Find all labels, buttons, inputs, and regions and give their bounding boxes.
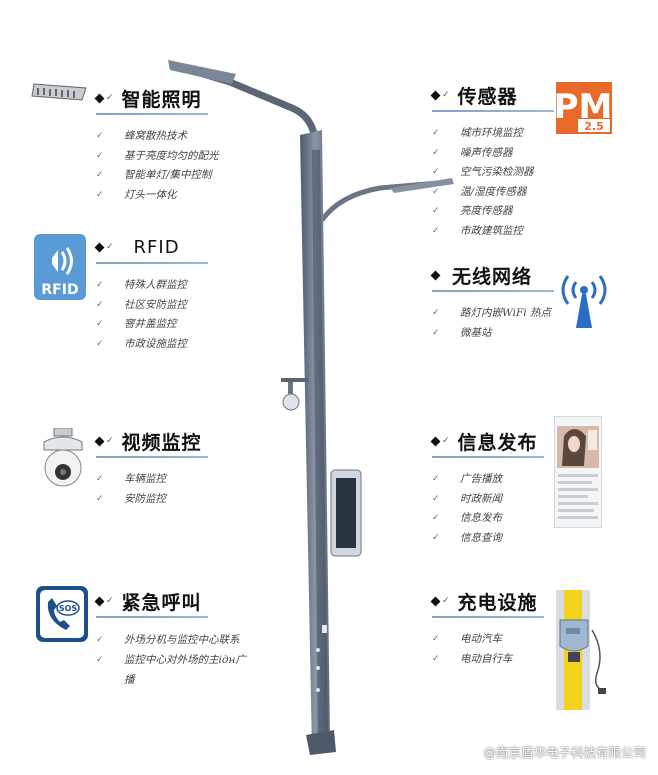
diamond-bullet-icon <box>94 93 105 103</box>
list-item: ✓噪声传感器 <box>432 146 513 159</box>
title-underline <box>96 616 208 618</box>
title-underline <box>432 110 554 112</box>
section-title: 智能照明 <box>121 88 202 111</box>
diamond-bullet-icon <box>430 270 441 280</box>
check-mark-icon: ✓ <box>106 242 114 252</box>
section-title: 信息发布 <box>457 431 538 454</box>
list-item: ✓智能单灯/集中控制 <box>96 169 212 182</box>
list-item: ✓市政建筑监控 <box>432 224 523 237</box>
title-underline <box>432 290 554 292</box>
section-title: RFID <box>133 236 180 258</box>
diamond-bullet-icon <box>430 596 441 606</box>
diamond-bullet-icon <box>94 596 105 606</box>
section-wireless: 无线网络 ✓路灯内嵌WiFi 热点 ✓微基站 <box>430 262 554 343</box>
section-charging: ✓ 充电设施 ✓电动汽车 ✓电动自行车 <box>430 588 544 669</box>
section-title: 传感器 <box>457 85 518 108</box>
list-item: ✓信息发布 <box>432 512 502 525</box>
section-rfid: ✓ RFID ✓特殊人群监控 ✓社区安防监控 ✓窨井盖监控 ✓市政设施监控 <box>94 234 208 354</box>
check-mark-icon: ✓ <box>442 90 450 100</box>
wifi-antenna-icon <box>561 275 607 328</box>
title-underline <box>96 113 208 115</box>
check-mark-icon: ✓ <box>106 93 114 103</box>
dome-camera-icon <box>43 428 83 487</box>
led-lamp-icon <box>31 83 87 101</box>
rfid-icon: RFID <box>34 234 86 300</box>
list-item: ✓特殊人群监控 <box>96 279 187 291</box>
list-item: ✓安防监控 <box>96 492 166 505</box>
list-item: ✓电动汽车 <box>432 633 502 645</box>
camera-dome-icon <box>282 393 300 411</box>
list-item: ✓社区安防监控 <box>96 298 187 311</box>
rfid-icon-label: RFID <box>41 282 78 298</box>
watermark: @南京盾华电子科技有限公司 <box>483 745 646 760</box>
check-mark-icon: ✓ <box>442 596 450 606</box>
check-mark-icon: ✓ <box>106 436 114 446</box>
diamond-bullet-icon <box>430 436 441 446</box>
list-item: ✓车辆监控 <box>96 473 166 485</box>
list-item: ✓基于亮度均匀的配光 <box>96 149 219 162</box>
sos-icon-label: SOS <box>59 604 78 613</box>
section-sensor: ✓ 传感器 ✓城市环境监控 ✓噪声传感器 ✓空气污染检测器 ✓温/湿度传感器 ✓… <box>430 82 554 242</box>
list-item: ✓市政设施监控 <box>96 337 187 350</box>
section-title: 无线网络 <box>452 265 533 288</box>
section-title: 充电设施 <box>457 591 538 614</box>
title-underline <box>96 262 208 264</box>
list-item: ✓空气污染检测器 <box>432 166 534 179</box>
list-item: ✓外场分机与监控中心联系 <box>96 634 240 646</box>
pm25-icon: PM 2.5 <box>556 82 612 134</box>
list-item: ✓微基站 <box>432 326 492 339</box>
title-underline <box>96 456 208 458</box>
section-lighting: ✓ 智能照明 ✓蜂窝散热技术 ✓基于亮度均匀的配光 ✓智能单灯/集中控制 ✓灯头… <box>94 85 219 205</box>
list-item: ✓电动自行车 <box>432 652 513 665</box>
list-item: ✓城市环境监控 <box>432 127 523 139</box>
digital-signage-icon <box>554 416 602 528</box>
sos-phone-icon: SOS <box>36 586 88 642</box>
list-item: ✓灯头一体化 <box>96 188 177 201</box>
check-mark-icon: ✓ <box>106 596 114 606</box>
list-item: ✓窨井盖监控 <box>96 318 177 331</box>
charging-pile-icon <box>556 590 606 710</box>
diamond-bullet-icon <box>94 242 105 252</box>
check-mark-icon: ✓ <box>442 436 450 446</box>
list-item: ✓监控中心对外场的主ідн广播 <box>96 654 246 686</box>
diamond-bullet-icon <box>430 90 441 100</box>
list-item: ✓路灯内嵌WiFi 热点 <box>432 307 551 319</box>
title-underline <box>432 616 544 618</box>
pm-icon-sublabel: 2.5 <box>584 120 604 133</box>
list-item: ✓亮度传感器 <box>432 205 513 218</box>
section-title: 紧急呼叫 <box>121 591 202 614</box>
section-info: ✓ 信息发布 ✓广告播放 ✓时政新闻 ✓信息发布 ✓信息查询 <box>430 428 544 548</box>
title-underline <box>432 456 544 458</box>
list-item: ✓蜂窝散热技术 <box>96 130 187 142</box>
section-title: 视频监控 <box>121 431 202 454</box>
list-item: ✓温/湿度传感器 <box>432 185 527 198</box>
diamond-bullet-icon <box>94 436 105 446</box>
list-item: ✓广告播放 <box>432 473 502 485</box>
section-emergency: ✓ 紧急呼叫 ✓外场分机与监控中心联系 ✓监控中心对外场的主ідн广播 <box>94 588 246 690</box>
list-item: ✓时政新闻 <box>432 492 502 505</box>
section-video: ✓ 视频监控 ✓车辆监控 ✓安防监控 <box>94 428 208 509</box>
list-item: ✓信息查询 <box>432 531 502 544</box>
